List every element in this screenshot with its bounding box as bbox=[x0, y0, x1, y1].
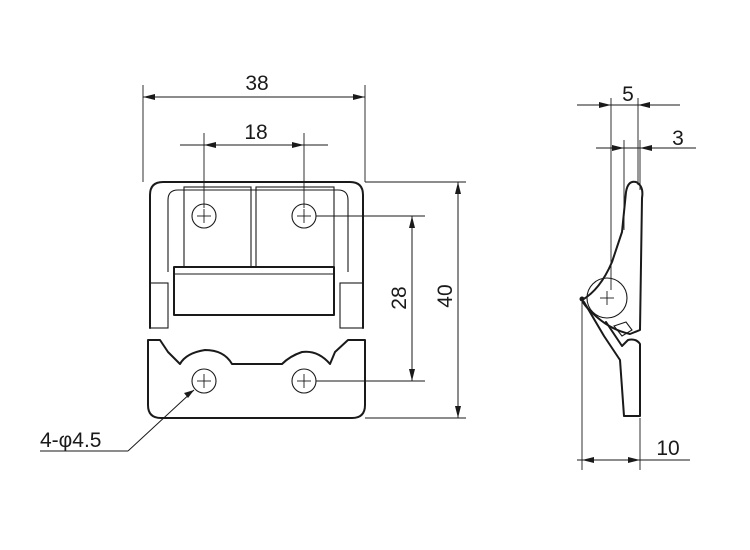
dim-label-10: 10 bbox=[656, 437, 679, 460]
upper-plate-outline bbox=[149, 181, 364, 329]
dimension-28: 28 bbox=[316, 215, 425, 382]
dim-label-5: 5 bbox=[622, 83, 634, 106]
front-view bbox=[147, 181, 366, 419]
hole-callout: 4-φ4.5 bbox=[40, 389, 195, 452]
right-tab bbox=[339, 282, 364, 329]
hole-callout-label: 4-φ4.5 bbox=[40, 429, 101, 452]
dimension-40: 40 bbox=[365, 181, 466, 419]
dim-label-28: 28 bbox=[388, 286, 411, 309]
side-view bbox=[579, 180, 644, 417]
upper-leaf-left bbox=[183, 186, 252, 268]
upper-leaf-right bbox=[255, 186, 335, 268]
dimension-38: 38 bbox=[142, 72, 366, 182]
side-lower-link-inner bbox=[613, 321, 633, 337]
side-center-mark bbox=[600, 291, 614, 305]
dimension-10: 10 bbox=[577, 302, 690, 470]
lower-plate-outline bbox=[147, 339, 366, 419]
dim-label-3: 3 bbox=[672, 127, 684, 150]
dim-label-38: 38 bbox=[245, 72, 268, 95]
dimension-3: 3 bbox=[596, 127, 696, 230]
dim-label-18: 18 bbox=[244, 121, 267, 144]
dim-label-40: 40 bbox=[434, 284, 457, 307]
knuckle bbox=[173, 266, 335, 316]
dimension-18: 18 bbox=[180, 121, 328, 208]
left-tab bbox=[149, 282, 169, 329]
side-pivot-dot bbox=[579, 296, 585, 302]
upper-plate-inner bbox=[167, 189, 349, 272]
hole-center-marks bbox=[197, 209, 311, 388]
side-lower-link bbox=[583, 301, 641, 417]
side-leaf-outline bbox=[581, 180, 644, 335]
dimension-5: 5 bbox=[577, 83, 680, 290]
hole-bottom-left bbox=[191, 368, 217, 394]
side-knuckle bbox=[586, 277, 628, 319]
